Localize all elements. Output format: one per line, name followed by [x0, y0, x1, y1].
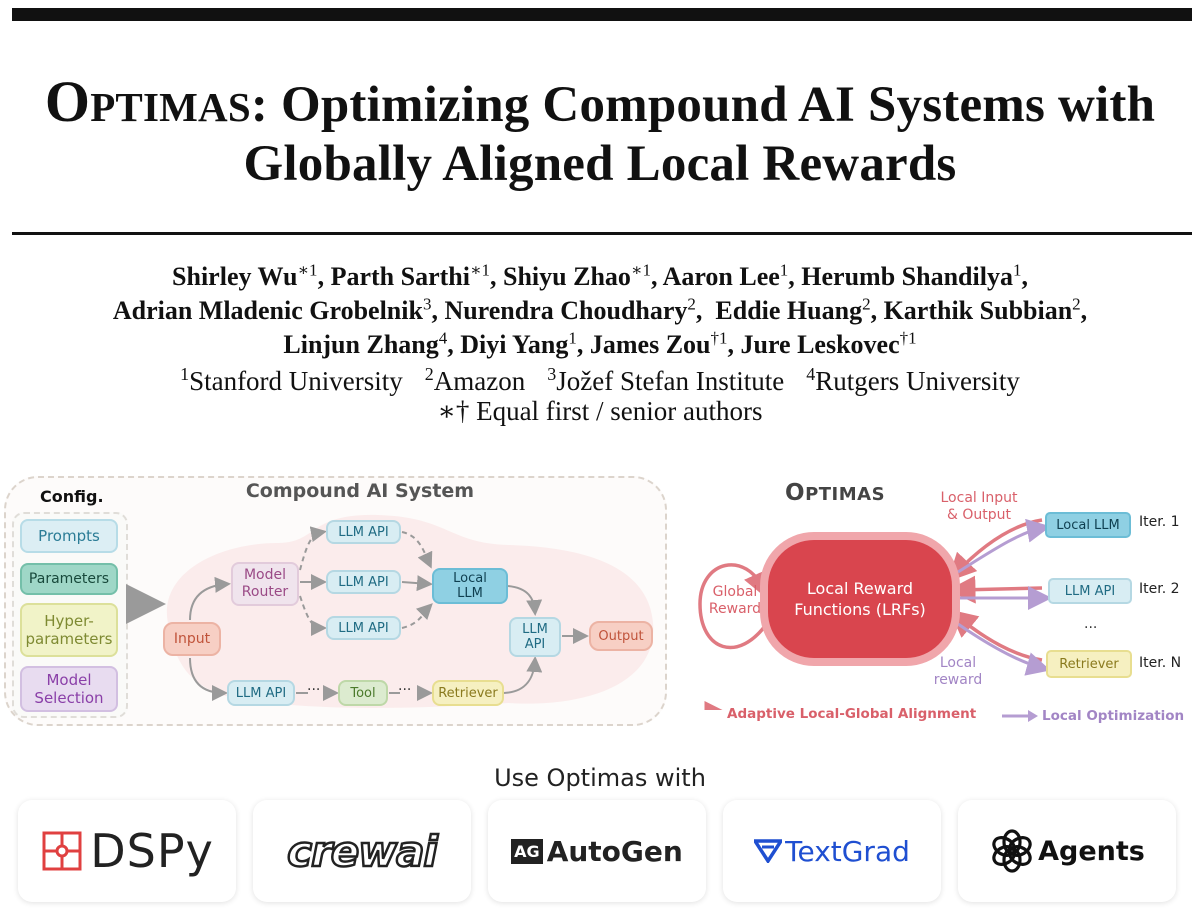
config-hyperparameters: Hyper- parameters [20, 603, 118, 657]
author: Nurendra Choudhary2, [444, 294, 716, 325]
logo-card-agents: Agents [958, 800, 1176, 902]
author: Linjun Zhang4, [283, 328, 461, 359]
agents-wordmark: Agents [1038, 835, 1145, 867]
paper-title-line-2: Globally Aligned Local Rewards [243, 136, 957, 192]
ellipsis: ··· [307, 682, 321, 698]
affiliations: 1Stanford University 2Amazon 3Jožef Stefan… [0, 357, 1200, 398]
node-input: Input [163, 622, 221, 656]
legend-alignment: Adaptive Local-Global Alignment [727, 706, 977, 722]
logo-card-dspy: DSPy [18, 800, 236, 902]
node-llm-api: LLM API [326, 520, 401, 544]
dspy-wordmark: DSPy [90, 824, 214, 878]
author-line-3: Linjun Zhang4, Diyi Yang1, James Zou†1, … [0, 321, 1200, 362]
node-llm-api: LLM API [326, 616, 401, 640]
author: Shiyu Zhao∗1, [503, 260, 663, 291]
equal-contribution-note: ∗† Equal first / senior authors [437, 396, 763, 426]
local-io-label: Local Input & Output [940, 490, 1018, 523]
optimas-arrows [698, 518, 1052, 710]
affiliation: 1Stanford University [180, 364, 403, 396]
legend-optimization: Local Optimization [1042, 708, 1185, 724]
title-rule [12, 232, 1192, 235]
iter-label: Iter. 1 [1139, 514, 1180, 530]
author: Diyi Yang1, [460, 328, 590, 359]
autogen-wordmark: AutoGen [546, 834, 683, 868]
local-reward-functions: Local Reward Functions (LRFs) [768, 540, 952, 658]
module-retriever: Retriever [1046, 650, 1132, 678]
author: Jure Leskovec†1 [740, 328, 917, 359]
use-with-title: Use Optimas with [494, 764, 706, 792]
local-reward-label: Local reward [933, 655, 983, 688]
author: James Zou†1, [589, 328, 741, 359]
author: Aaron Lee1, [662, 260, 802, 291]
iter-label: Iter. 2 [1139, 581, 1180, 597]
config-title: Config. [40, 487, 104, 506]
module-llm-api: LLM API [1048, 578, 1132, 604]
config-prompts: Prompts [20, 519, 118, 553]
logo-card-textgrad: TextGrad [723, 800, 941, 902]
global-reward-label: Global Reward [708, 584, 762, 617]
openai-knot-icon [992, 829, 1032, 873]
author: Adrian Mladenic Grobelnik3, [112, 294, 445, 325]
logo-card-crewai: crewai [253, 800, 471, 902]
author-line-1: Shirley Wu∗1, Parth Sarthi∗1, Shiyu Zhao… [0, 253, 1200, 294]
author-line-2: Adrian Mladenic Grobelnik3, Nurendra Cho… [0, 287, 1200, 328]
module-ellipsis: ... [1084, 616, 1098, 632]
author: Eddie Huang2, [715, 294, 884, 325]
affiliation: 4Rutgers University [806, 364, 1020, 396]
author: Karthik Subbian2, [883, 294, 1088, 325]
config-parameters: Parameters [20, 563, 118, 595]
node-output: Output [589, 621, 653, 651]
textgrad-wordmark: TextGrad [785, 834, 910, 868]
node-llm-api-final: LLM API [509, 617, 561, 657]
affiliation: 2Amazon [424, 364, 526, 396]
iter-label: Iter. N [1139, 655, 1182, 671]
ag-badge-icon: AG [511, 838, 543, 864]
system-title: Compound AI System [245, 480, 475, 502]
node-llm-api-bottom: LLM API [227, 680, 295, 706]
config-model-selection: Model Selection [20, 666, 118, 712]
author: Shirley Wu∗1, [172, 260, 331, 291]
optimas-title: OPTIMAS [785, 480, 886, 506]
author: Parth Sarthi∗1, [330, 260, 504, 291]
top-rule [12, 8, 1192, 21]
system-arrows [126, 526, 589, 701]
ellipsis: ··· [398, 682, 412, 698]
puzzle-icon [42, 831, 82, 871]
crewai-wordmark: crewai [286, 825, 439, 877]
author: Herumb Shandilya1, [801, 260, 1028, 291]
logo-card-autogen: AG AutoGen [488, 800, 706, 902]
affiliation: 3Jožef Stefan Institute [547, 364, 785, 396]
textgrad-chevron-icon [754, 839, 783, 863]
node-model-router: Model Router [231, 562, 299, 606]
module-local-llm: Local LLM [1045, 512, 1131, 538]
node-retriever: Retriever [432, 680, 504, 706]
node-tool: Tool [338, 680, 388, 706]
legend-purple-arrow [1002, 710, 1038, 722]
node-local-llm: Local LLM [432, 568, 508, 604]
node-llm-api: LLM API [326, 570, 401, 594]
paper-title-line-1: OPTIMAS: Optimizing Compound AI Systems … [44, 69, 1156, 134]
